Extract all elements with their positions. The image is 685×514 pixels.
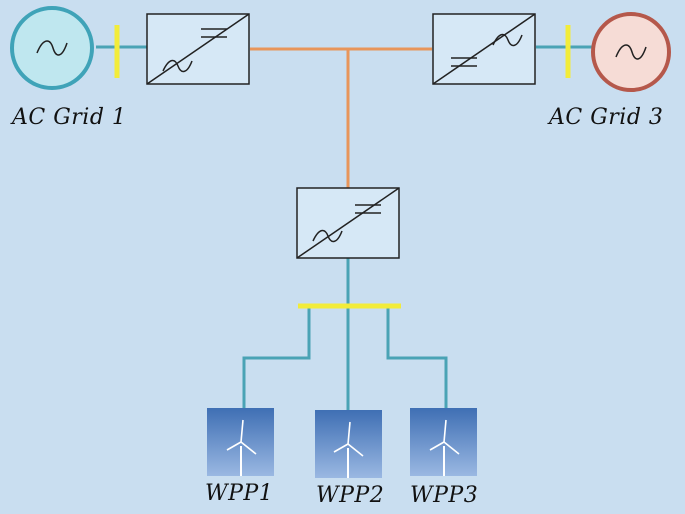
- sine-wave-icon: [36, 40, 68, 56]
- wind-turbine-icon: [410, 408, 477, 476]
- wind-turbine-icon: [207, 408, 274, 476]
- sine-wave-icon: [615, 44, 647, 60]
- wpp1-label: WPP1: [205, 481, 274, 506]
- ac-grid-1-label: AC Grid 1: [12, 105, 127, 130]
- ac-grid-1-source: [10, 6, 94, 90]
- converter-wind-hub: [296, 187, 400, 259]
- ac-grid-3-source: [591, 12, 671, 92]
- wpp2-label: WPP2: [316, 483, 385, 508]
- wpp3-label: WPP3: [410, 483, 479, 508]
- wind-turbine-icon: [315, 410, 382, 478]
- converter-grid3: [432, 13, 536, 85]
- ac-grid-3-label: AC Grid 3: [549, 105, 664, 130]
- feeder-wpp1: [242, 307, 311, 408]
- feeder-wpp3: [386, 307, 448, 408]
- converter-grid1: [146, 13, 250, 85]
